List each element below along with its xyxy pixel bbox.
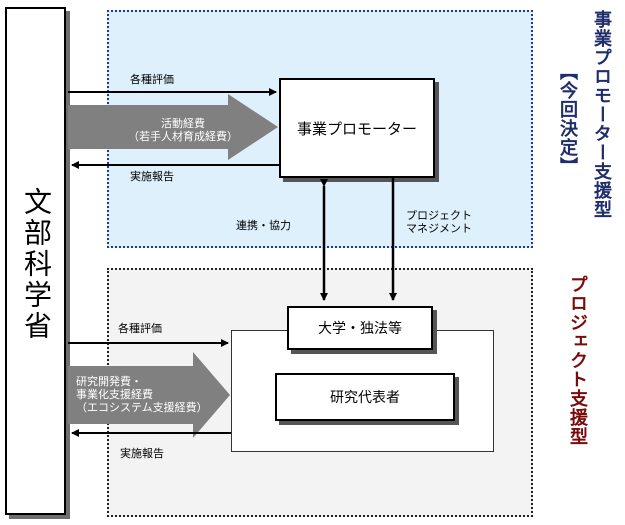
pm-line1: プロジェクト xyxy=(406,209,472,222)
top-funding-line2: （若手人材育成経費） xyxy=(128,130,238,143)
promoter-box-label: 事業プロモーター xyxy=(296,119,417,138)
pm-line2: マネジメント xyxy=(406,222,472,235)
top-funding-line1: 活動経費 xyxy=(161,117,205,130)
researcher-box: 研究代表者 xyxy=(275,373,455,421)
mext-box: 文部科学省 xyxy=(5,7,66,515)
university-box: 大学・独法等 xyxy=(287,306,433,350)
top-evaluation-label: 各種評価 xyxy=(130,73,174,86)
promoter-box: 事業プロモーター xyxy=(279,78,435,178)
bottom-funding-label: 研究開発費・ 事業化支援経費 （エコシステム支援経費） xyxy=(76,375,208,414)
project-management-label: プロジェクト マネジメント xyxy=(406,209,472,235)
bottom-evaluation-label: 各種評価 xyxy=(118,322,162,335)
bottom-funding-line1: 研究開発費・ xyxy=(76,375,142,388)
university-box-label: 大学・独法等 xyxy=(318,321,402,337)
top-funding-label: 活動経費 （若手人材育成経費） xyxy=(118,117,248,143)
bottom-funding-line2: 事業化支援経費 xyxy=(76,388,153,401)
researcher-box-label: 研究代表者 xyxy=(330,390,400,406)
bottom-funding-arrow xyxy=(68,352,230,438)
cooperation-label: 連携・協力 xyxy=(236,219,291,232)
top-report-label: 実施報告 xyxy=(130,170,174,183)
bottom-funding-line3: （エコシステム支援経費） xyxy=(76,401,208,414)
mext-label: 文部科学省 xyxy=(20,187,53,342)
top-funding-arrow xyxy=(68,94,278,160)
this-decision-label: 【今回決定】 xyxy=(557,62,578,176)
bottom-report-label: 実施報告 xyxy=(120,447,164,460)
project-type-label: プロジェクト支援型 xyxy=(567,275,588,446)
promoter-type-label: 事業プロモーター支援型 xyxy=(591,10,612,219)
